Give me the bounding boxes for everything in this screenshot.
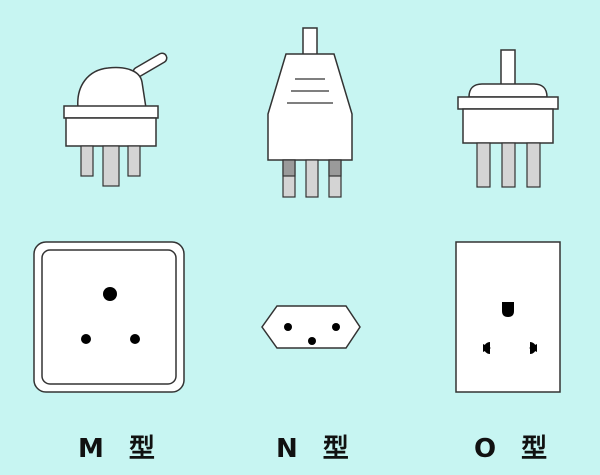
type-n-plug-icon [267, 27, 353, 198]
type-n-socket-holes [284, 323, 340, 345]
type-m-label: M 型 [78, 434, 163, 464]
type-o-socket-icon [455, 241, 561, 393]
type-n-socket-icon [261, 305, 361, 349]
type-m-plug-pins [80, 145, 141, 187]
type-o-plug-icon [457, 49, 559, 188]
type-n-plug-pins [282, 159, 342, 198]
type-m-plug-icon [63, 52, 168, 187]
type-n-label: N 型 [276, 434, 357, 464]
type-o-plug-pins [476, 142, 541, 188]
type-o-label: O 型 [474, 434, 556, 464]
type-m-socket-holes [81, 287, 140, 344]
type-m-socket-icon [33, 241, 185, 393]
type-o-socket-holes [483, 302, 537, 354]
